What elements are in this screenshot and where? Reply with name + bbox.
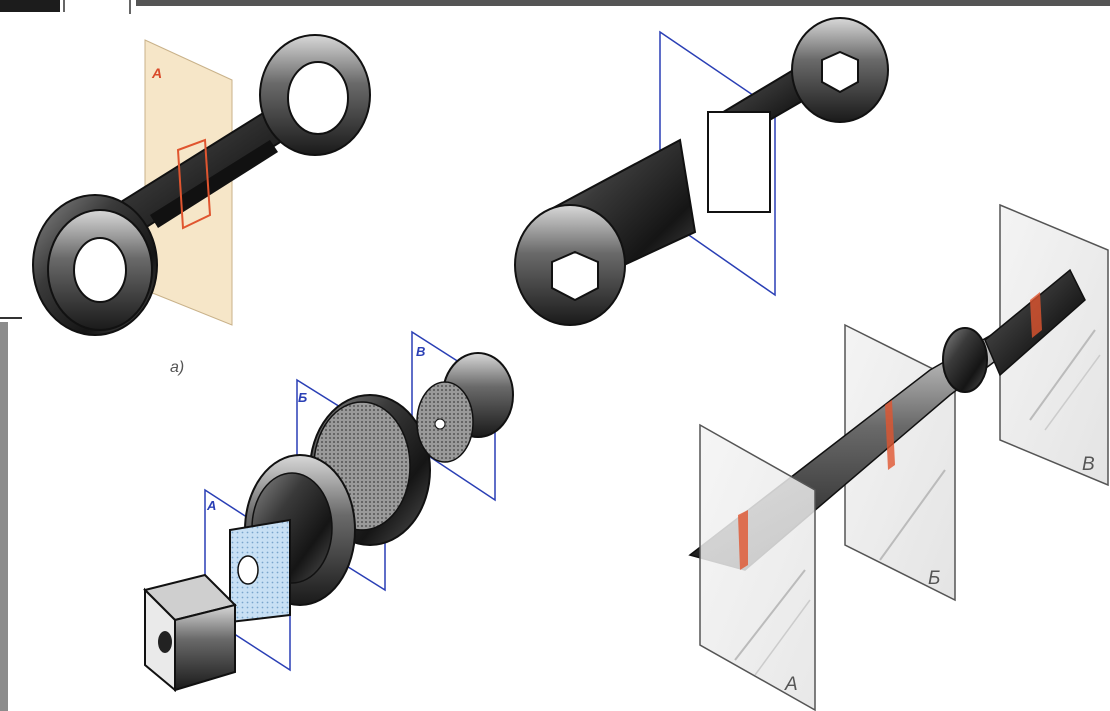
figure-c-stepped-shaft: А Б В [143, 330, 514, 693]
fig-c-plane-a-label: А [206, 498, 216, 513]
cut-plane-d-a [699, 423, 816, 711]
fig-d-plane-a-label: А [784, 674, 798, 695]
fig-c-plane-b-label: Б [298, 390, 307, 405]
fig-a-plane-label: А [151, 65, 162, 81]
figure-b-split-rod [514, 17, 889, 326]
cut-line-d-b [885, 400, 895, 470]
fig-c-plane-v-label: В [416, 344, 425, 359]
fig-a-caption: а) [170, 359, 184, 376]
cut-line-d-a [738, 510, 748, 570]
fig-d-plane-v-label: В [1082, 454, 1095, 475]
cut-line-a [176, 138, 212, 230]
cut-line-d-v [1030, 292, 1042, 338]
figure-a-connecting-rod: А а) [32, 34, 371, 376]
figure-d-shaft-glass-planes: А Б В [688, 203, 1109, 711]
fig-d-plane-b-label: Б [928, 568, 940, 589]
